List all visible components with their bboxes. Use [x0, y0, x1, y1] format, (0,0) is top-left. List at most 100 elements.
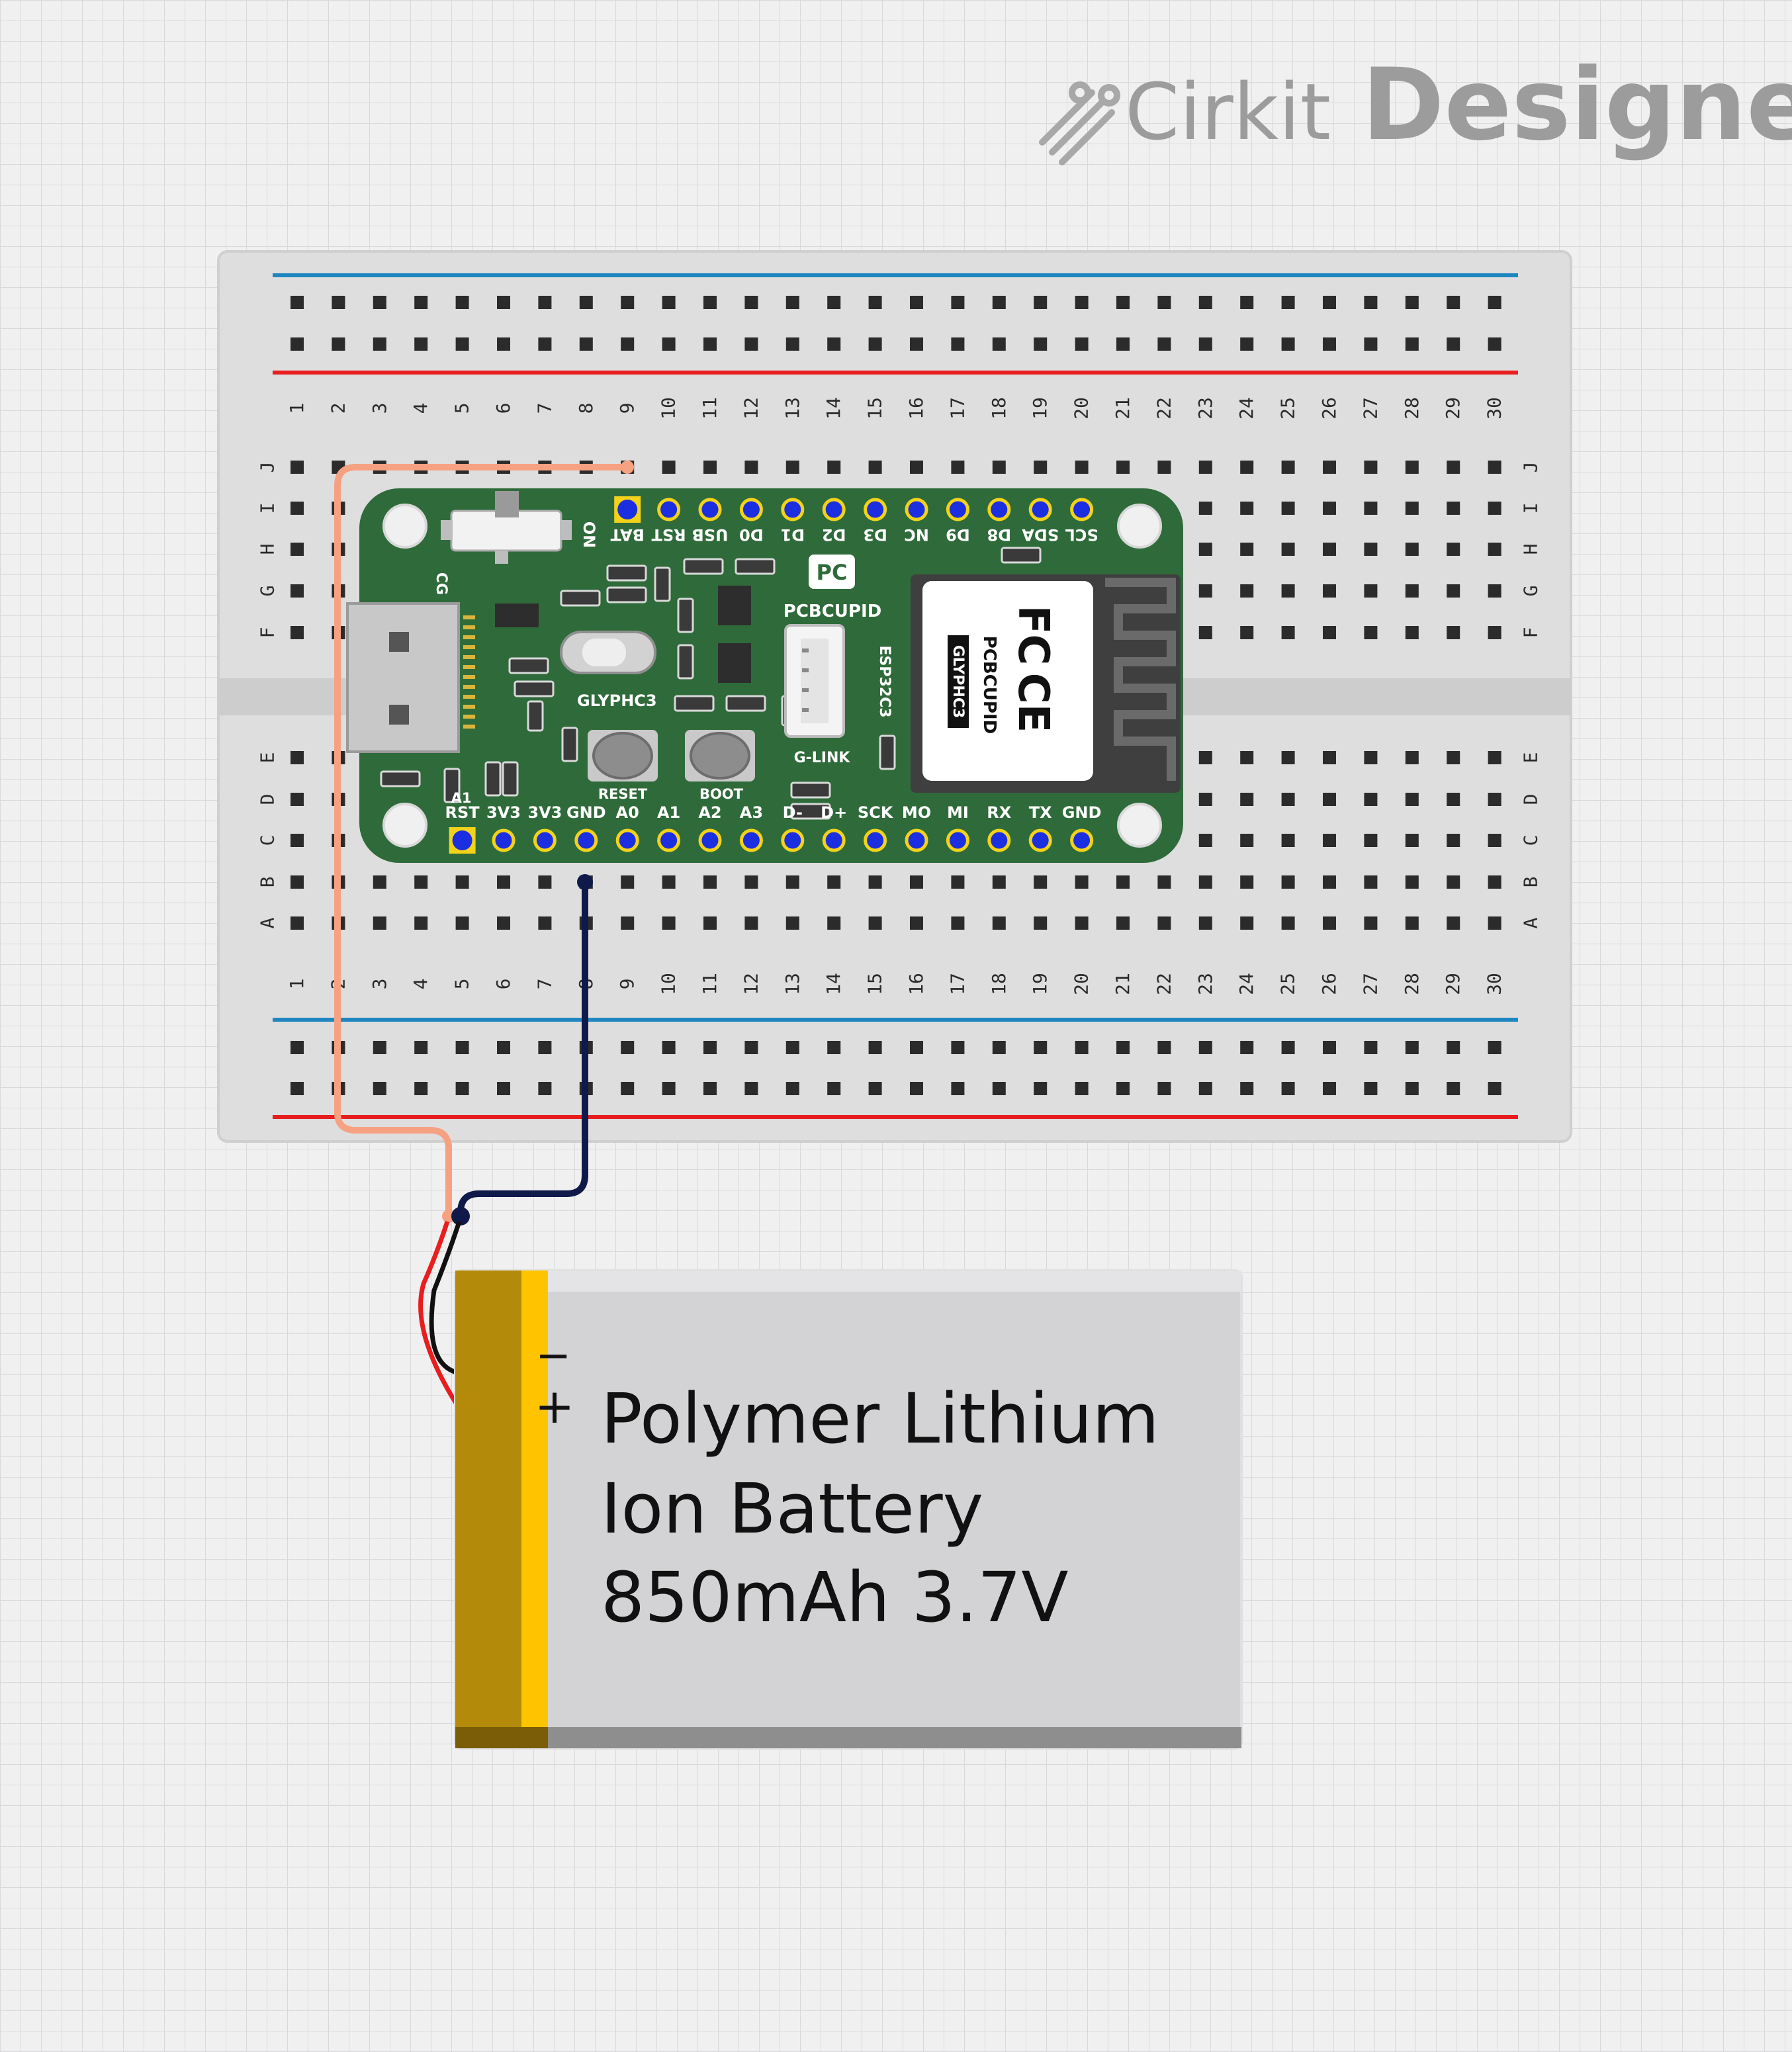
breadboard-hole[interactable]	[1364, 296, 1378, 309]
header-pin[interactable]	[987, 498, 1011, 521]
breadboard-hole[interactable]	[1281, 1082, 1295, 1095]
header-pin[interactable]	[946, 498, 969, 521]
breadboard-hole[interactable]	[744, 1041, 758, 1054]
breadboard-hole[interactable]	[291, 543, 304, 556]
header-pin[interactable]	[1070, 828, 1094, 852]
breadboard-hole[interactable]	[1116, 296, 1130, 309]
breadboard-hole[interactable]	[1034, 296, 1048, 309]
breadboard-hole[interactable]	[703, 1082, 717, 1095]
breadboard-hole[interactable]	[1198, 793, 1212, 806]
breadboard-hole[interactable]	[1281, 751, 1295, 764]
breadboard-hole[interactable]	[1488, 793, 1501, 806]
wire-gnd[interactable]	[457, 879, 588, 1220]
header-pin[interactable]	[987, 828, 1011, 852]
breadboard-hole[interactable]	[332, 296, 345, 309]
breadboard-hole[interactable]	[497, 296, 510, 309]
breadboard-hole[interactable]	[785, 337, 799, 351]
breadboard-hole[interactable]	[1323, 543, 1336, 556]
breadboard-hole[interactable]	[662, 1082, 676, 1095]
breadboard-hole[interactable]	[1488, 337, 1501, 351]
breadboard-hole[interactable]	[1075, 1041, 1089, 1054]
breadboard-hole[interactable]	[1240, 1082, 1254, 1095]
breadboard-hole[interactable]	[662, 461, 676, 474]
breadboard-hole[interactable]	[1405, 502, 1419, 515]
breadboard-hole[interactable]	[621, 337, 635, 351]
breadboard-hole[interactable]	[992, 916, 1006, 930]
breadboard-hole[interactable]	[827, 916, 841, 930]
breadboard-hole[interactable]	[414, 1082, 428, 1095]
breadboard-hole[interactable]	[1281, 337, 1295, 351]
header-pin[interactable]	[1028, 498, 1052, 521]
breadboard-hole[interactable]	[1488, 296, 1501, 309]
breadboard-hole[interactable]	[868, 296, 882, 309]
breadboard-hole[interactable]	[1240, 626, 1254, 639]
breadboard-hole[interactable]	[1240, 793, 1254, 806]
breadboard-hole[interactable]	[868, 1082, 882, 1095]
breadboard-hole[interactable]	[1323, 502, 1336, 515]
breadboard-hole[interactable]	[1323, 461, 1336, 474]
breadboard-hole[interactable]	[1364, 461, 1378, 474]
header-pin[interactable]	[657, 828, 681, 852]
breadboard-hole[interactable]	[1447, 502, 1460, 515]
header-pin[interactable]	[698, 828, 722, 852]
breadboard-hole[interactable]	[291, 296, 304, 309]
breadboard-hole[interactable]	[291, 793, 304, 806]
boot-button[interactable]	[685, 730, 755, 781]
breadboard-hole[interactable]	[1116, 1041, 1130, 1054]
breadboard-hole[interactable]	[1323, 337, 1336, 351]
breadboard-hole[interactable]	[1364, 875, 1378, 889]
breadboard-hole[interactable]	[992, 1041, 1006, 1054]
breadboard-hole[interactable]	[1240, 461, 1254, 474]
breadboard-hole[interactable]	[1405, 296, 1419, 309]
breadboard-hole[interactable]	[455, 916, 469, 930]
header-pin[interactable]	[905, 828, 928, 852]
reset-button[interactable]	[588, 730, 658, 781]
breadboard-hole[interactable]	[1116, 916, 1130, 930]
breadboard-hole[interactable]	[785, 1082, 799, 1095]
breadboard-hole[interactable]	[1364, 916, 1378, 930]
glyphc3-board[interactable]: ON CG	[346, 488, 1183, 863]
breadboard-hole[interactable]	[744, 1082, 758, 1095]
breadboard-hole[interactable]	[1198, 916, 1212, 930]
breadboard-hole[interactable]	[1488, 461, 1501, 474]
breadboard-hole[interactable]	[373, 1082, 386, 1095]
breadboard-hole[interactable]	[291, 875, 304, 889]
breadboard-hole[interactable]	[868, 461, 882, 474]
header-pin[interactable]	[533, 828, 557, 852]
breadboard-hole[interactable]	[1323, 296, 1336, 309]
breadboard-hole[interactable]	[1405, 793, 1419, 806]
breadboard-hole[interactable]	[1281, 875, 1295, 889]
breadboard-hole[interactable]	[1281, 1041, 1295, 1054]
breadboard-hole[interactable]	[497, 1082, 510, 1095]
breadboard-hole[interactable]	[621, 1041, 635, 1054]
breadboard-hole[interactable]	[621, 916, 635, 930]
breadboard-hole[interactable]	[538, 296, 552, 309]
breadboard-hole[interactable]	[1075, 875, 1089, 889]
breadboard-hole[interactable]	[621, 296, 635, 309]
breadboard-hole[interactable]	[785, 296, 799, 309]
breadboard-hole[interactable]	[662, 296, 676, 309]
breadboard-hole[interactable]	[621, 875, 635, 889]
breadboard-hole[interactable]	[1034, 461, 1048, 474]
breadboard-hole[interactable]	[1405, 875, 1419, 889]
breadboard-hole[interactable]	[910, 875, 923, 889]
breadboard-hole[interactable]	[1364, 543, 1378, 556]
header-pin[interactable]	[657, 498, 681, 521]
breadboard-hole[interactable]	[827, 337, 841, 351]
breadboard-hole[interactable]	[1364, 502, 1378, 515]
breadboard-hole[interactable]	[1405, 834, 1419, 847]
breadboard-hole[interactable]	[1405, 543, 1419, 556]
breadboard-hole[interactable]	[1198, 1082, 1212, 1095]
breadboard-hole[interactable]	[951, 337, 965, 351]
breadboard-hole[interactable]	[1447, 461, 1460, 474]
breadboard-hole[interactable]	[1116, 875, 1130, 889]
breadboard-hole[interactable]	[1075, 296, 1089, 309]
breadboard-hole[interactable]	[1240, 751, 1254, 764]
breadboard-hole[interactable]	[414, 1041, 428, 1054]
breadboard-hole[interactable]	[414, 916, 428, 930]
breadboard-hole[interactable]	[744, 916, 758, 930]
breadboard-hole[interactable]	[1198, 875, 1212, 889]
breadboard-hole[interactable]	[1281, 793, 1295, 806]
breadboard-hole[interactable]	[703, 916, 717, 930]
breadboard-hole[interactable]	[1281, 916, 1295, 930]
